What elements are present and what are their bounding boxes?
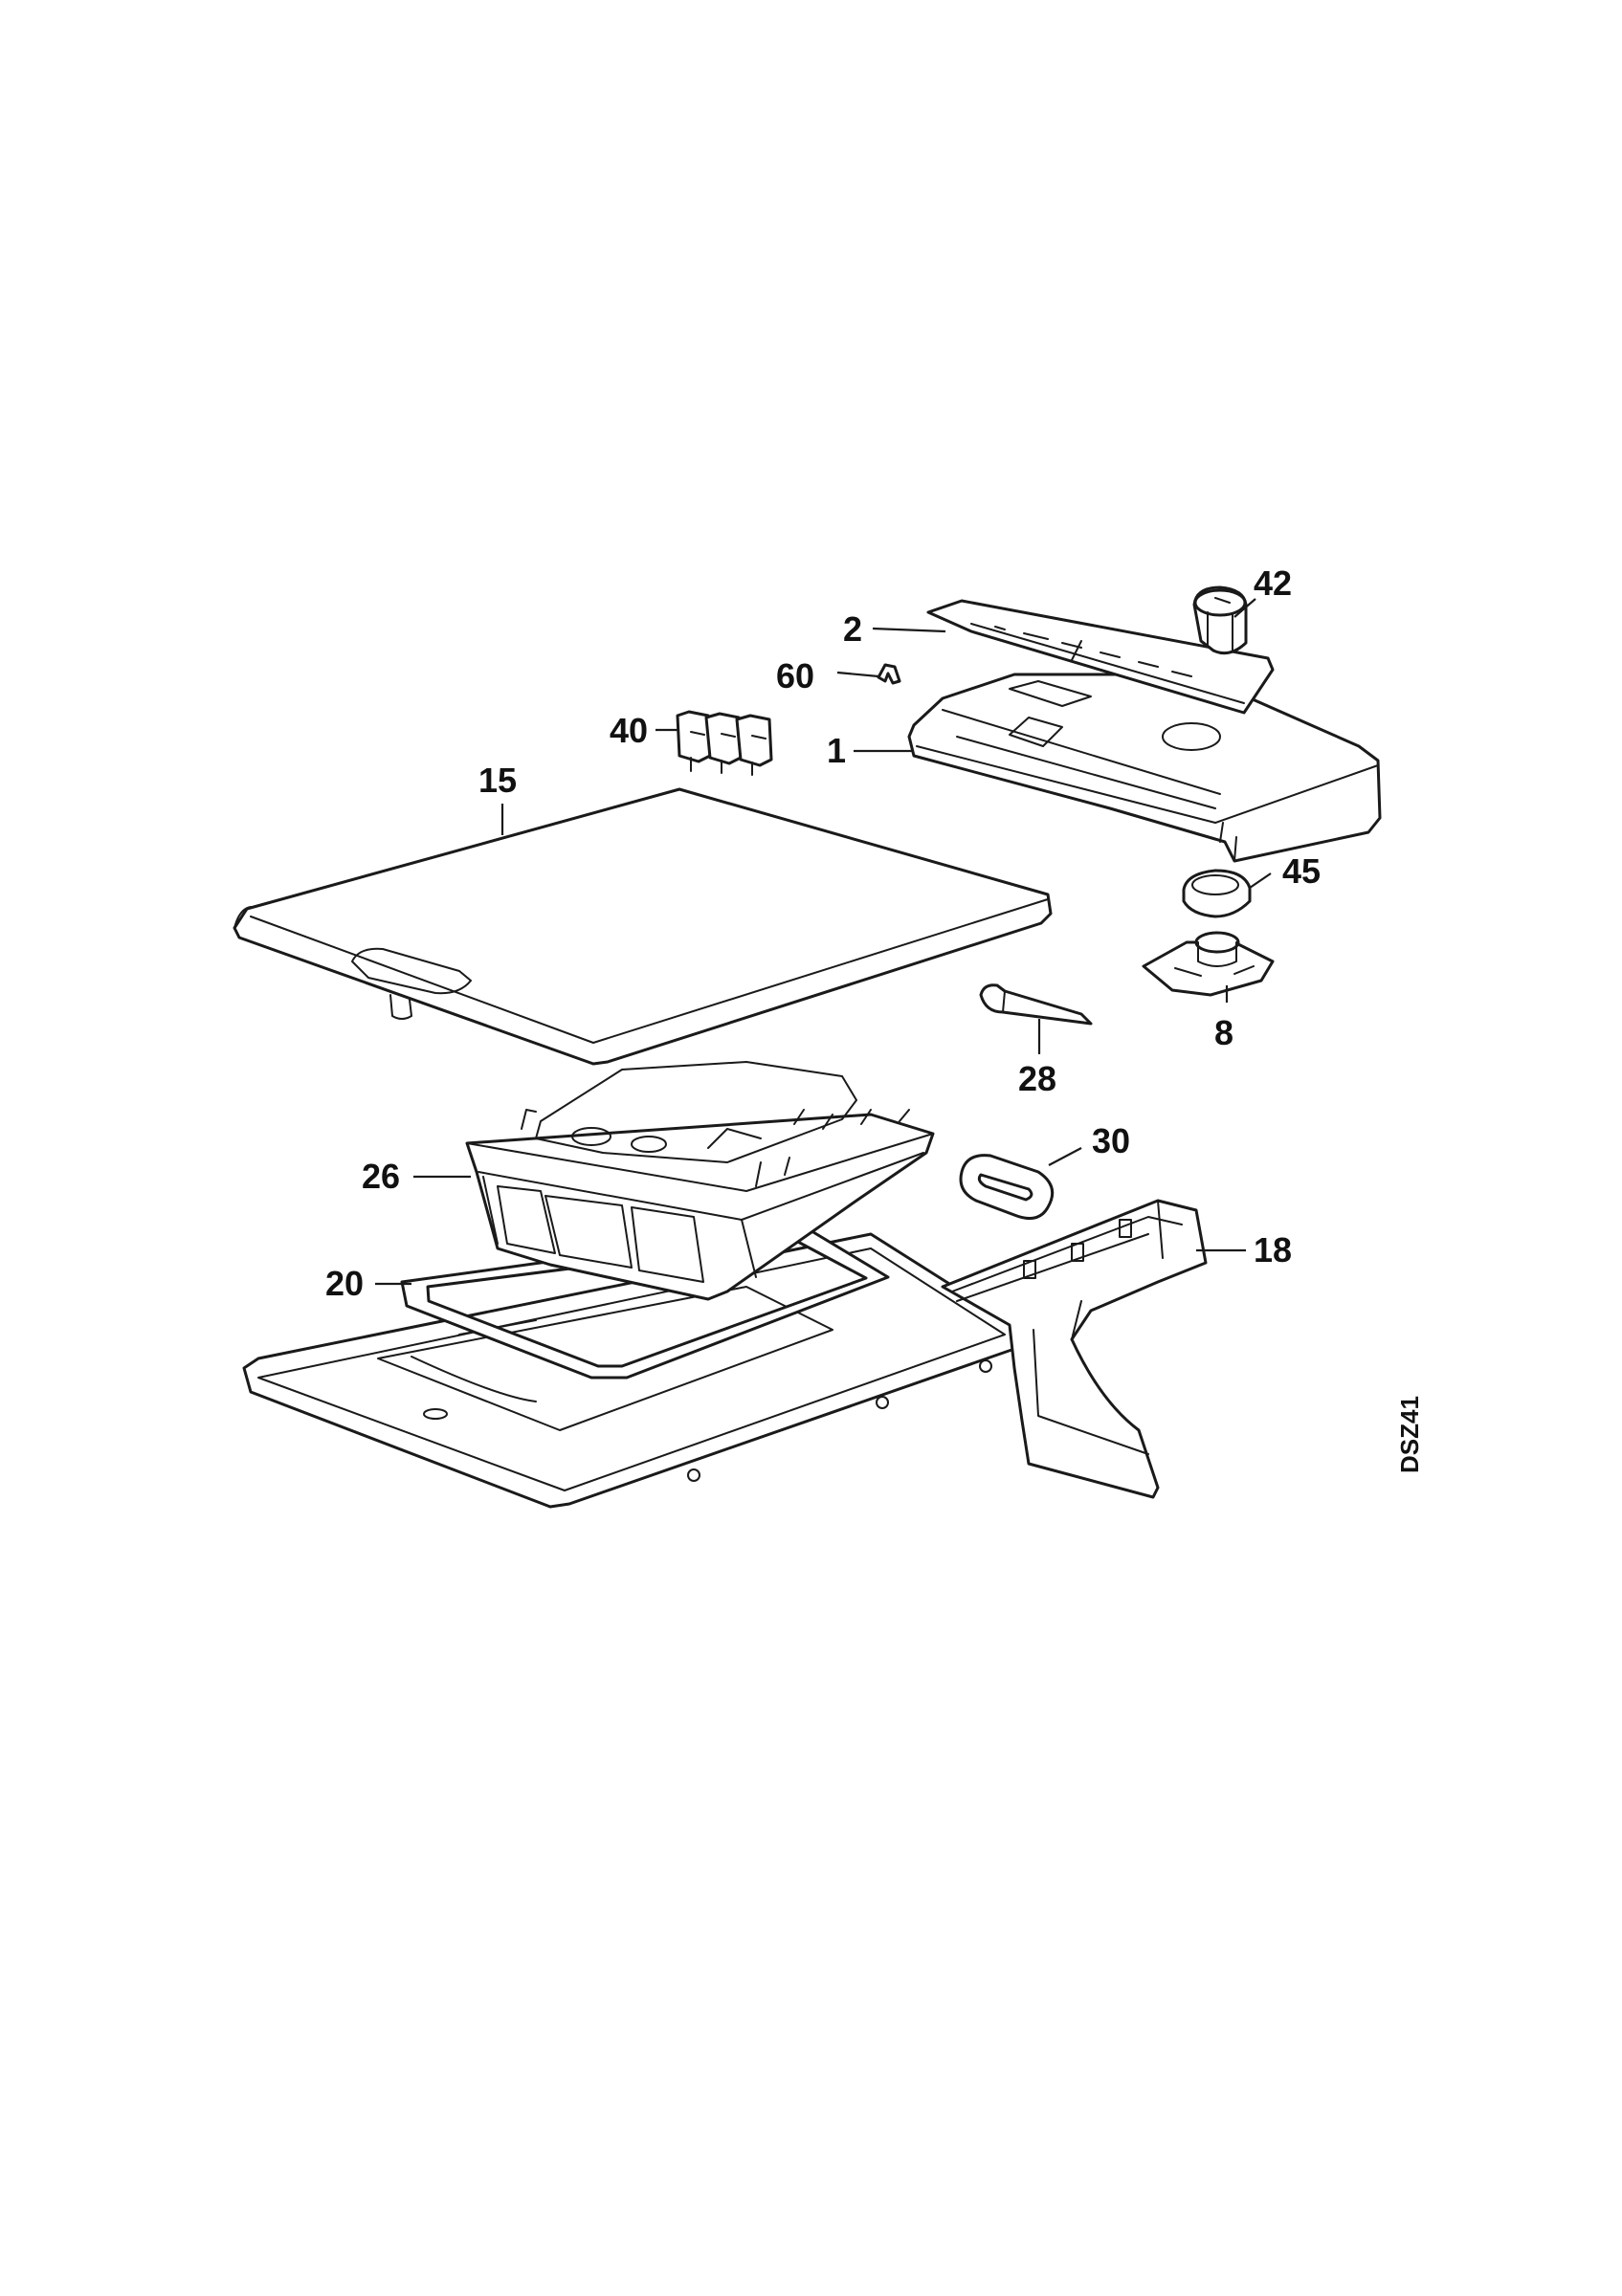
oval-seal <box>959 1154 1055 1221</box>
callout-28: 28 <box>1018 1059 1056 1098</box>
knob <box>1192 585 1248 655</box>
callout-42: 42 <box>1254 563 1292 603</box>
callouts: 42 2 60 40 1 15 45 8 28 30 26 18 20 <box>325 563 1321 1303</box>
callout-8: 8 <box>1214 1013 1233 1052</box>
callout-18: 18 <box>1254 1230 1292 1269</box>
control-panel <box>907 673 1382 863</box>
bellows <box>1182 869 1252 918</box>
panel-trim <box>926 599 1275 715</box>
valve-base <box>1142 931 1275 997</box>
detergent-drawer <box>465 1061 935 1301</box>
callout-40: 40 <box>610 711 648 750</box>
rear-bracket <box>941 1199 1208 1499</box>
pin <box>979 983 1093 1026</box>
callout-30: 30 <box>1092 1121 1130 1160</box>
push-buttons <box>676 710 773 776</box>
clip <box>877 663 901 685</box>
callout-15: 15 <box>478 761 517 800</box>
leader-lines <box>375 598 1272 1286</box>
callout-1: 1 <box>827 731 846 770</box>
callout-26: 26 <box>362 1157 400 1196</box>
callout-60: 60 <box>776 656 814 695</box>
top-cover <box>233 787 1053 1066</box>
callout-20: 20 <box>325 1264 364 1303</box>
drawing-code: DSZ41 <box>1395 1396 1424 1473</box>
callout-2: 2 <box>843 609 862 649</box>
callout-45: 45 <box>1282 851 1321 891</box>
